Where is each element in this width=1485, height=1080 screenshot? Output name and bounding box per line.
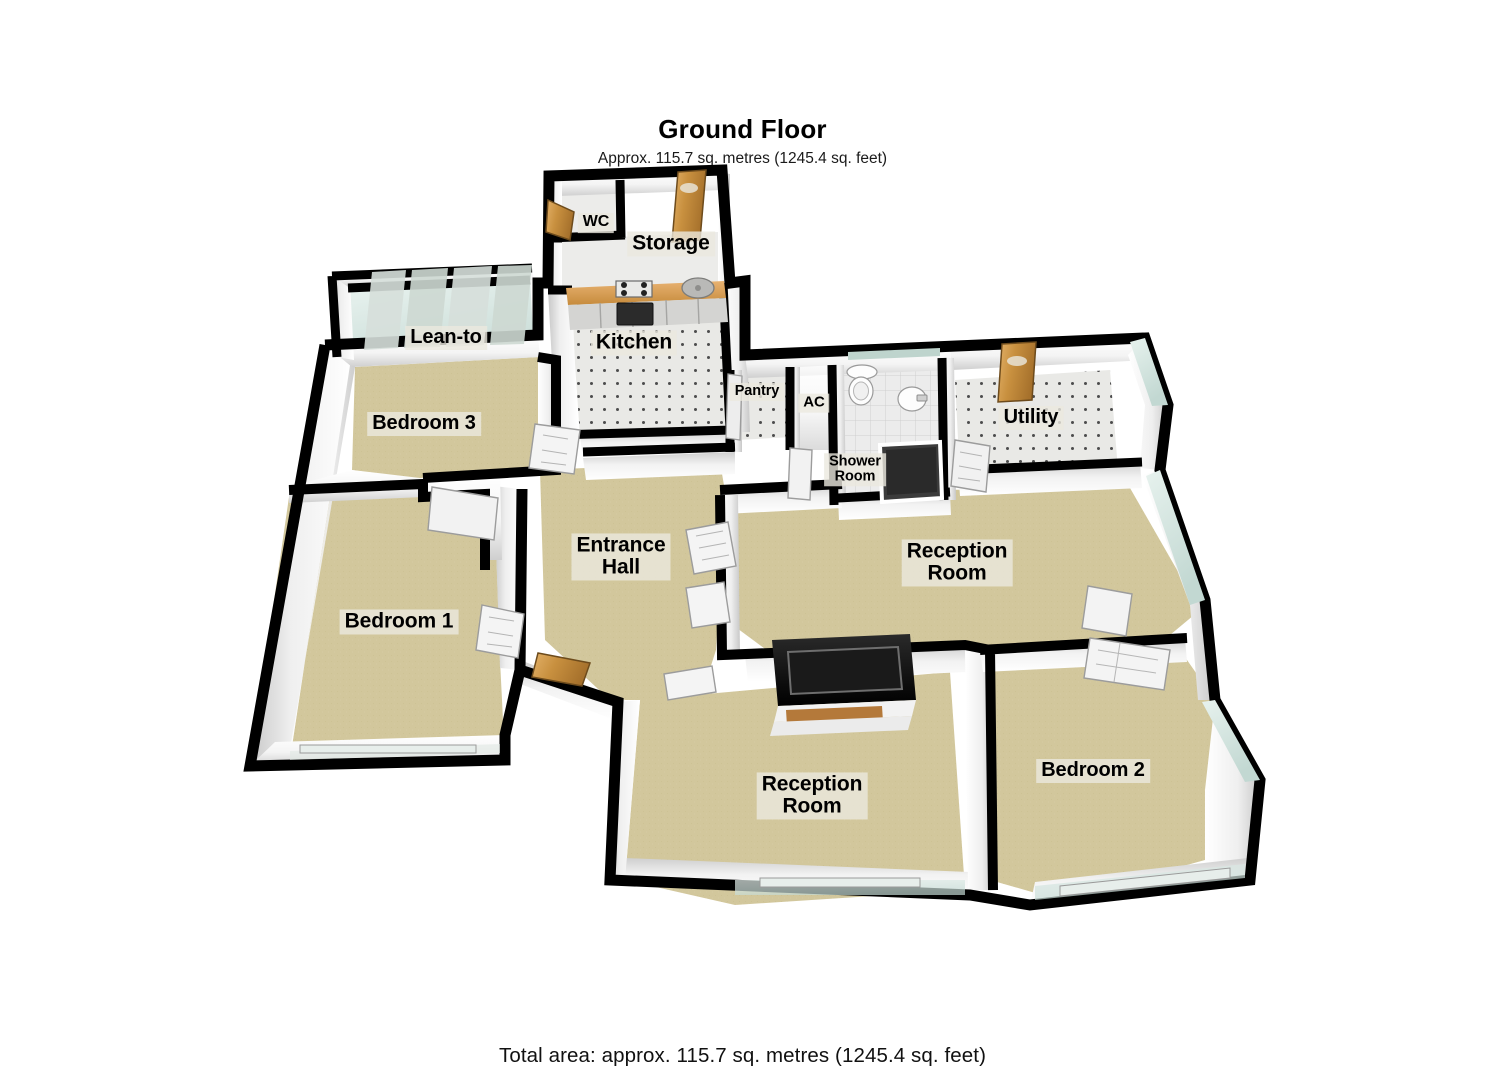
- interior-door-bedroom1: [475, 604, 525, 659]
- door-panel-bedroom3-lines: [540, 434, 569, 466]
- window-reception2-south: [759, 877, 921, 888]
- utility-door-fanlight: [1007, 356, 1027, 366]
- window-bedroom2-south: [1059, 867, 1231, 897]
- hob-burners: [621, 282, 647, 296]
- room-label-ac: AC: [798, 393, 830, 413]
- room-label-bedroom-1: Bedroom 1: [339, 609, 459, 635]
- exterior-door-wc: [545, 198, 575, 241]
- room-label-pantry: Pantry: [729, 382, 785, 402]
- doors: [427, 169, 1171, 701]
- room-label-shower-room: Shower Room: [824, 453, 886, 487]
- interior-door-hall-2: [685, 581, 731, 629]
- glass-shower-window: [848, 348, 940, 360]
- bathroom-fittings: [846, 364, 945, 505]
- wall-west-outer: [250, 345, 352, 766]
- door-panel-bedroom2-lines: [1095, 642, 1159, 683]
- glass-leanto-panel-1: [364, 270, 406, 350]
- floor-entrance-hall: [540, 462, 726, 700]
- room-label-kitchen: Kitchen: [590, 330, 678, 356]
- glass-bay-utility: [1130, 338, 1168, 406]
- fireplace: [770, 634, 916, 736]
- room-label-bedroom-2: Bedroom 2: [1036, 759, 1150, 783]
- exterior-door-utility: [997, 341, 1037, 403]
- interior-door-utility: [950, 439, 991, 493]
- total-area-caption: Total area: approx. 115.7 sq. metres (12…: [498, 1044, 987, 1067]
- kitchen-hob: [615, 280, 653, 298]
- windows: [299, 744, 1231, 897]
- basin-tap: [916, 394, 928, 402]
- door-panel-hall1-lines: [695, 530, 730, 561]
- room-label-bedroom-3: Bedroom 3: [367, 412, 481, 436]
- fireplace-front-step: [770, 716, 912, 736]
- interior-door-hall-1: [685, 521, 737, 575]
- shower-tray: [886, 447, 937, 495]
- room-label-utility: Utility: [998, 406, 1064, 430]
- glass-bay-bedroom2-east: [1146, 470, 1205, 605]
- room-label-wc: WC: [577, 213, 615, 233]
- interior-door-bedroom1-closet: [427, 486, 499, 541]
- glass-leanto-panel-4: [490, 265, 532, 345]
- interior-door-hall-3: [663, 665, 717, 701]
- room-label-reception-room-2: Reception Room: [756, 772, 868, 820]
- wall-bedroom2-east: [1205, 700, 1260, 880]
- kitchen-sink-drain: [695, 285, 701, 291]
- wall-hall-kitchen: [583, 452, 735, 480]
- door-panel-bedroom1-lines: [486, 616, 515, 648]
- room-label-entrance-hall: Entrance Hall: [571, 533, 671, 581]
- kitchen-fittings: [566, 277, 728, 330]
- wall-utility-east: [1128, 340, 1168, 470]
- glass-bay-bedroom2-corner: [1202, 700, 1260, 782]
- toilet-seat: [853, 381, 869, 401]
- room-label-reception-room-1: Reception Room: [901, 539, 1013, 587]
- wall-east-outer: [1142, 470, 1215, 700]
- room-label-lean-to: Lean-to: [405, 326, 487, 350]
- room-label-storage: Storage: [627, 231, 715, 257]
- window-bedroom1-south: [299, 744, 477, 754]
- interior-door-reception1: [1081, 585, 1133, 637]
- door-panel-utility-lines: [957, 451, 983, 482]
- exterior-door-entrance: [531, 652, 591, 687]
- storage-door-fanlight: [680, 183, 698, 193]
- kitchen-oven: [616, 302, 654, 326]
- fireplace-recess: [786, 645, 904, 696]
- interior-door-bedroom3: [528, 423, 581, 475]
- interior-door-shower-room: [787, 447, 813, 501]
- wall-west-inner-face: [289, 352, 355, 766]
